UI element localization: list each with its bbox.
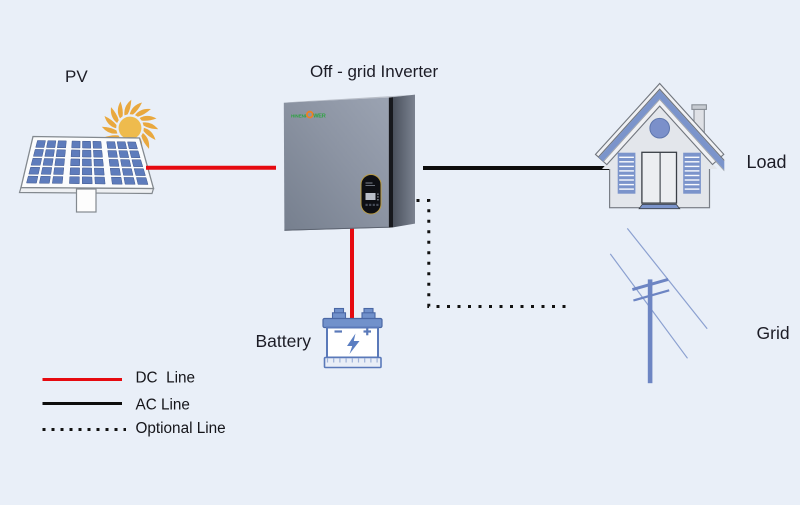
svg-text:WER: WER xyxy=(313,114,326,120)
svg-text:DC Line: DC Line xyxy=(136,370,196,387)
svg-text:HINENP: HINENP xyxy=(291,113,308,118)
svg-text:PV: PV xyxy=(65,67,88,86)
svg-text:Load: Load xyxy=(747,152,787,172)
svg-text:Off - grid Inverter: Off - grid Inverter xyxy=(310,62,439,81)
svg-text:Optional Line: Optional Line xyxy=(136,420,226,437)
svg-text:Battery: Battery xyxy=(256,331,312,351)
svg-text:AC Line: AC Line xyxy=(136,397,190,414)
svg-text:Grid: Grid xyxy=(757,323,790,343)
